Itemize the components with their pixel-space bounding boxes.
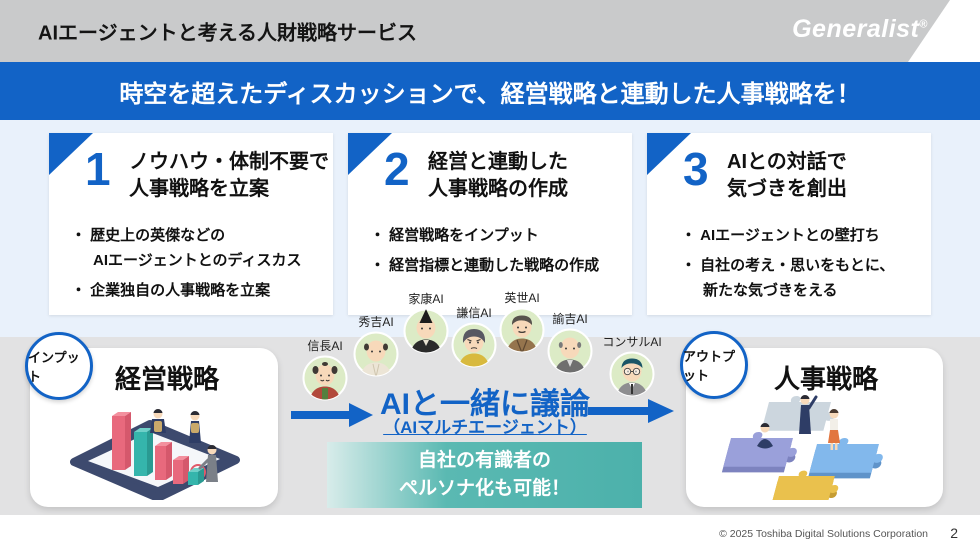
ai-agent-avatar-icon xyxy=(386,308,466,359)
ai-agent-label: 秀吉AI xyxy=(358,315,394,329)
page-number: 2 xyxy=(950,525,958,541)
copyright-text: © 2025 Toshiba Digital Solutions Corpora… xyxy=(719,528,928,540)
ai-agent-hideyo: 英世AI xyxy=(482,289,562,358)
ai-agent-label: 謙信AI xyxy=(456,306,492,320)
bullet-item: 経営指標と連動した戦略の作成 xyxy=(370,253,624,278)
header-corner-shape xyxy=(908,0,980,62)
input-badge: インプット xyxy=(25,332,93,400)
ai-agent-label: 家康AI xyxy=(408,292,444,306)
ai-agent-label: コンサルAI xyxy=(602,335,662,349)
ai-agent-avatar-icon xyxy=(530,328,610,379)
ai-agent-nobunaga: 信長AI xyxy=(285,337,365,406)
ai-agent-label: 信長AI xyxy=(307,339,343,353)
output-card-title: 人事戦略 xyxy=(774,364,879,394)
output-badge: アウトプット xyxy=(680,331,748,399)
puzzle-piece-yellow xyxy=(770,470,839,500)
slide-header: AIエージェントと考える人財戦略サービス Generalist® xyxy=(0,0,980,62)
ai-agent-avatar-icon xyxy=(285,355,365,406)
ai-agent-avatar-icon xyxy=(336,331,416,382)
ai-agent-label: 英世AI xyxy=(504,291,540,305)
bullet-item: 経営戦略をインプット xyxy=(370,223,624,248)
feature-number: 1 xyxy=(85,143,111,195)
ai-agent-kenshin: 謙信AI xyxy=(434,304,514,373)
feature-bullets: 歴史上の英傑などの AIエージェントとのディスカス 企業独自の人事戦略を立案 xyxy=(71,223,325,308)
feature-title: 経営と連動した 人事戦略の作成 xyxy=(428,151,568,200)
ai-agent-yukichi: 諭吉AI xyxy=(530,310,610,379)
people-figures xyxy=(757,394,840,450)
ai-agent-avatar-icon xyxy=(434,322,514,373)
management-strategy-illustration xyxy=(70,408,240,500)
feature-card-1: 1 ノウハウ・体制不要で 人事戦略を立案 歴史上の英傑などの AIエージェントと… xyxy=(49,133,333,315)
input-card-title: 経営戦略 xyxy=(115,364,220,394)
headline-banner: 時空を超えたディスカッションで、経営戦略と連動した人事戦略を！ xyxy=(0,62,980,120)
feature-card-2: 2 経営と連動した 人事戦略の作成 経営戦略をインプット 経営指標と連動した戦略… xyxy=(348,133,632,315)
output-card: 人事戦略 xyxy=(686,348,943,507)
feature-bullets: 経営戦略をインプット 経営指標と連動した戦略の作成 xyxy=(370,223,624,283)
ai-agent-hideyoshi: 秀吉AI xyxy=(336,313,416,382)
features-section: 1 ノウハウ・体制不要で 人事戦略を立案 歴史上の英傑などの AIエージェントと… xyxy=(0,120,980,337)
bullet-item: 歴史上の英傑などの AIエージェントとのディスカス xyxy=(71,223,325,273)
feature-card-3: 3 AIとの対話で 気づきを創出 AIエージェントとの壁打ち 自社の考え・思いを… xyxy=(647,133,931,315)
flow-arrow-right-icon xyxy=(588,399,674,423)
ai-agent-label: 諭吉AI xyxy=(552,312,588,326)
feature-number: 2 xyxy=(384,143,410,195)
puzzle-piece-lavender xyxy=(721,431,797,473)
input-card: 経営戦略 xyxy=(30,348,278,507)
ai-agent-ieyasu: 家康AI xyxy=(386,290,466,359)
corner-triangle-icon xyxy=(647,133,691,175)
page-title: AIエージェントと考える人財戦略サービス xyxy=(38,22,417,45)
bullet-item: 企業独自の人事戦略を立案 xyxy=(71,278,325,303)
discussion-title: AIと一緒に議論 xyxy=(380,388,590,421)
discussion-subtitle: （AIマルチエージェント） xyxy=(383,418,587,437)
puzzle-piece-blue xyxy=(807,437,883,479)
slide-footer: © 2025 Toshiba Digital Solutions Corpora… xyxy=(0,515,980,551)
feature-bullets: AIエージェントとの壁打ち 自社の考え・思いをもとに、 新たな気づきをえる xyxy=(681,223,923,308)
feature-title: AIとの対話で 気づきを創出 xyxy=(727,151,847,200)
ai-agent-avatar-icon xyxy=(592,351,672,402)
bullet-item: 自社の考え・思いをもとに、 新たな気づきをえる xyxy=(681,253,923,303)
corner-triangle-icon xyxy=(348,133,392,175)
flow-arrow-left-icon xyxy=(291,403,373,427)
people-figures xyxy=(150,408,218,482)
generalist-logo: Generalist® xyxy=(792,15,928,43)
headline-text: 時空を超えたディスカッションで、経営戦略と連動した人事戦略を！ xyxy=(119,80,861,108)
feature-number: 3 xyxy=(683,143,709,195)
bar-chart-bars xyxy=(112,412,204,485)
registered-mark: ® xyxy=(919,18,928,31)
ai-agent-consul: コンサルAI xyxy=(592,333,672,402)
ai-agent-avatar-icon xyxy=(482,307,562,358)
hr-strategy-illustration xyxy=(721,394,883,500)
bullet-item: AIエージェントとの壁打ち xyxy=(681,223,923,248)
corner-triangle-icon xyxy=(49,133,93,175)
persona-note: 自社の有識者の ペルソナ化も可能！ xyxy=(327,442,642,508)
feature-title: ノウハウ・体制不要で 人事戦略を立案 xyxy=(129,151,329,200)
puzzle-piece-gray xyxy=(761,395,835,431)
